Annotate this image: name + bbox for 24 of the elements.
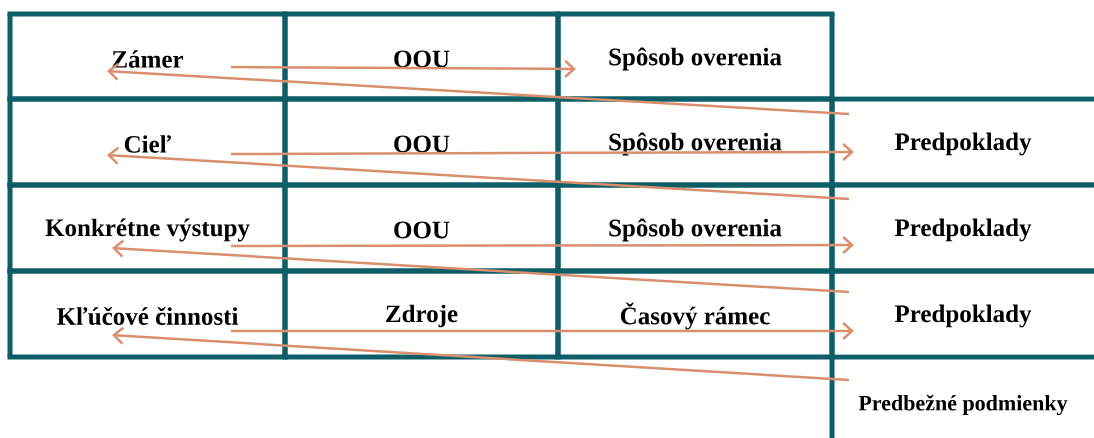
arrow	[112, 326, 850, 382]
cell-text: Zdroje	[386, 304, 458, 328]
cell-text: Predpoklady	[894, 304, 1032, 328]
arrow	[231, 60, 576, 78]
cell-text: Časový rámec	[620, 302, 770, 330]
cell-text: Spôsob overenia	[609, 218, 782, 242]
cell-text: Spôsob overenia	[609, 132, 782, 156]
arrow	[107, 146, 850, 201]
cell-text: OOU	[394, 50, 450, 68]
cell-text: OOU	[394, 135, 450, 153]
arrow	[231, 236, 854, 254]
cell-text: Predpoklady	[894, 218, 1032, 242]
cell-text: Konkrétne výstupy	[45, 218, 250, 242]
cell-text: Predpoklady	[894, 132, 1032, 156]
arrow	[231, 143, 854, 161]
arrow	[107, 62, 850, 116]
cell-text: Zámer	[112, 50, 184, 68]
arrow	[231, 322, 854, 340]
cell-text: Cieľ	[124, 135, 171, 153]
cell-text: Spôsob overenia	[609, 47, 782, 71]
arrow	[112, 239, 850, 294]
cell-text: Predbežné podmienky	[858, 394, 1068, 416]
cell-text: OOU	[394, 221, 450, 239]
cell-text: Kľúčové činnosti	[57, 307, 239, 325]
